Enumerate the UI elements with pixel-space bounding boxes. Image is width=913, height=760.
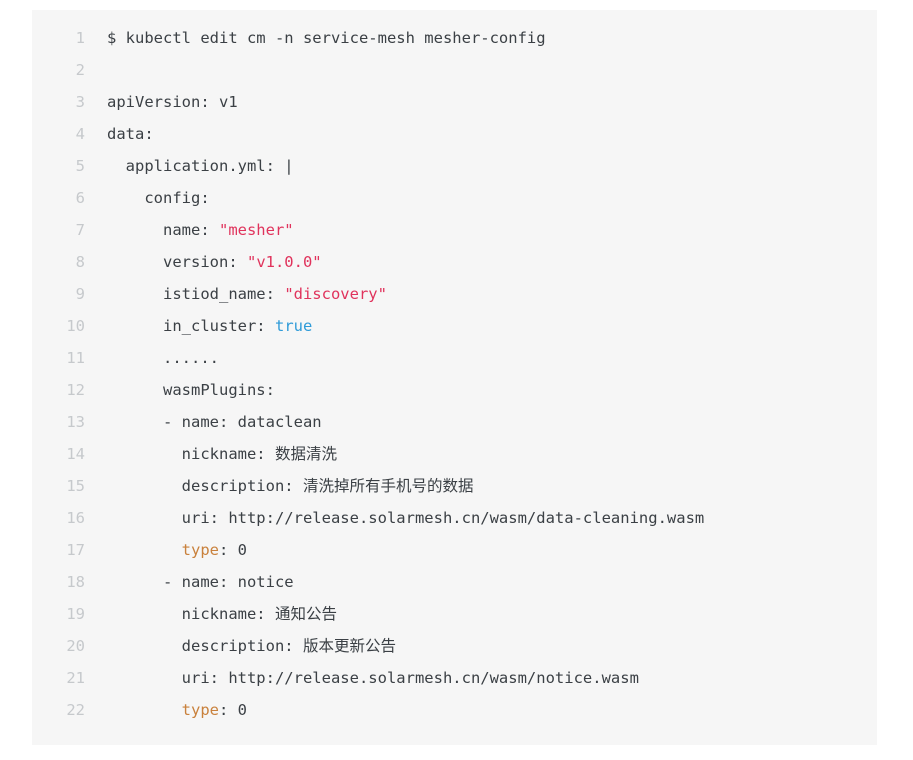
code-token-string: "discovery" — [284, 285, 387, 303]
code-token-plain: data: — [107, 125, 154, 143]
code-line: 20 description: 版本更新公告 — [32, 630, 877, 662]
code-line: 5 application.yml: | — [32, 150, 877, 182]
line-number: 3 — [75, 93, 85, 111]
code-token-plain: wasmPlugins: — [107, 381, 275, 399]
line-number: 7 — [75, 221, 85, 239]
code-token-plain: in_cluster: — [107, 317, 275, 335]
line-number: 16 — [66, 509, 85, 527]
code-block[interactable]: 1 $ kubectl edit cm -n service-mesh meshe… — [32, 10, 877, 745]
code-token-plain: application.yml: | — [107, 157, 294, 175]
code-line-text: uri: http://release.solarmesh.cn/wasm/no… — [85, 662, 639, 694]
code-line-text: istiod_name: "discovery" — [85, 278, 387, 310]
code-line-text: application.yml: | — [85, 150, 294, 182]
code-line-text: description: 清洗掉所有手机号的数据 — [85, 470, 474, 502]
code-token-string: "v1.0.0" — [246, 253, 322, 271]
code-line: 2 — [32, 54, 877, 86]
code-line-text: config: — [85, 182, 210, 214]
code-line-text: data: — [85, 118, 154, 150]
code-line-text: $ kubectl edit cm -n service-mesh mesher… — [85, 22, 546, 54]
line-number: 13 — [66, 413, 85, 431]
line-number: 20 — [66, 637, 85, 655]
code-line-text: - name: notice — [85, 566, 294, 598]
code-token-plain: nickname: 数据清洗 — [107, 445, 337, 463]
line-number: 9 — [75, 285, 85, 303]
code-token-plain: description: 清洗掉所有手机号的数据 — [107, 477, 474, 495]
code-line: 22 type: 0 — [32, 694, 877, 726]
line-number: 6 — [75, 189, 85, 207]
code-line: 11 ...... — [32, 342, 877, 374]
code-line: 7 name: "mesher" — [32, 214, 877, 246]
line-number: 19 — [66, 605, 85, 623]
code-line-text: name: "mesher" — [85, 214, 294, 246]
code-line-text: nickname: 通知公告 — [85, 598, 337, 630]
code-line: 4 data: — [32, 118, 877, 150]
code-token-plain: name: — [107, 221, 219, 239]
line-number: 10 — [66, 317, 85, 335]
code-line: 19 nickname: 通知公告 — [32, 598, 877, 630]
line-number: 15 — [66, 477, 85, 495]
line-number: 11 — [66, 349, 85, 367]
code-line: 13 - name: dataclean — [32, 406, 877, 438]
code-token-plain: uri: http://release.solarmesh.cn/wasm/no… — [107, 669, 639, 687]
code-line-text: description: 版本更新公告 — [85, 630, 396, 662]
code-line-text: type: 0 — [85, 534, 247, 566]
code-line: 14 nickname: 数据清洗 — [32, 438, 877, 470]
code-token-highlight-key: type — [181, 701, 219, 719]
code-line: 12 wasmPlugins: — [32, 374, 877, 406]
code-token-plain: description: 版本更新公告 — [107, 637, 396, 655]
line-number: 4 — [75, 125, 85, 143]
code-line: 15 description: 清洗掉所有手机号的数据 — [32, 470, 877, 502]
line-number: 1 — [75, 29, 85, 47]
code-token-plain: uri: http://release.solarmesh.cn/wasm/da… — [107, 509, 705, 527]
code-line: 10 in_cluster: true — [32, 310, 877, 342]
code-line: 9 istiod_name: "discovery" — [32, 278, 877, 310]
code-line-text: type: 0 — [85, 694, 247, 726]
line-number: 2 — [75, 61, 85, 79]
code-line: 17 type: 0 — [32, 534, 877, 566]
code-token-plain: : 0 — [218, 541, 247, 559]
code-line: 1 $ kubectl edit cm -n service-mesh meshe… — [32, 22, 877, 54]
code-token-plain — [107, 541, 182, 559]
code-token-string: "mesher" — [218, 221, 294, 239]
code-line-text: apiVersion: v1 — [85, 86, 238, 118]
code-token-boolean: true — [274, 317, 313, 335]
code-token-plain: config: — [107, 189, 210, 207]
code-line-text: in_cluster: true — [85, 310, 312, 342]
code-token-dots: ...... — [107, 349, 219, 367]
code-token-plain: - name: notice — [107, 573, 294, 591]
code-line-text: nickname: 数据清洗 — [85, 438, 337, 470]
code-line: 3 apiVersion: v1 — [32, 86, 877, 118]
code-line-text: ...... — [85, 342, 219, 374]
line-number: 14 — [66, 445, 85, 463]
code-line-text: - name: dataclean — [85, 406, 322, 438]
line-number: 8 — [75, 253, 85, 271]
code-line-text: wasmPlugins: — [85, 374, 275, 406]
code-line: 21 uri: http://release.solarmesh.cn/wasm… — [32, 662, 877, 694]
line-number: 5 — [75, 157, 85, 175]
line-number: 18 — [66, 573, 85, 591]
code-token-plain: nickname: 通知公告 — [107, 605, 337, 623]
code-line-list: 1 $ kubectl edit cm -n service-mesh meshe… — [32, 22, 877, 726]
code-token-highlight-key: type — [181, 541, 219, 559]
line-number: 12 — [66, 381, 85, 399]
code-line: 18 - name: notice — [32, 566, 877, 598]
code-token-plain — [107, 701, 182, 719]
code-line-text: uri: http://release.solarmesh.cn/wasm/da… — [85, 502, 705, 534]
code-token-plain: : 0 — [218, 701, 247, 719]
code-token-plain: - name: dataclean — [107, 413, 322, 431]
code-token-plain: apiVersion: v1 — [107, 93, 238, 111]
line-number: 21 — [66, 669, 85, 687]
code-line: 6 config: — [32, 182, 877, 214]
line-number: 22 — [66, 701, 85, 719]
code-token-plain: istiod_name: — [107, 285, 285, 303]
code-token-plain: version: — [107, 253, 247, 271]
code-line: 8 version: "v1.0.0" — [32, 246, 877, 278]
code-line-text: version: "v1.0.0" — [85, 246, 322, 278]
code-token-plain: $ kubectl edit cm -n service-mesh mesher… — [107, 29, 546, 47]
code-line: 16 uri: http://release.solarmesh.cn/wasm… — [32, 502, 877, 534]
line-number: 17 — [66, 541, 85, 559]
